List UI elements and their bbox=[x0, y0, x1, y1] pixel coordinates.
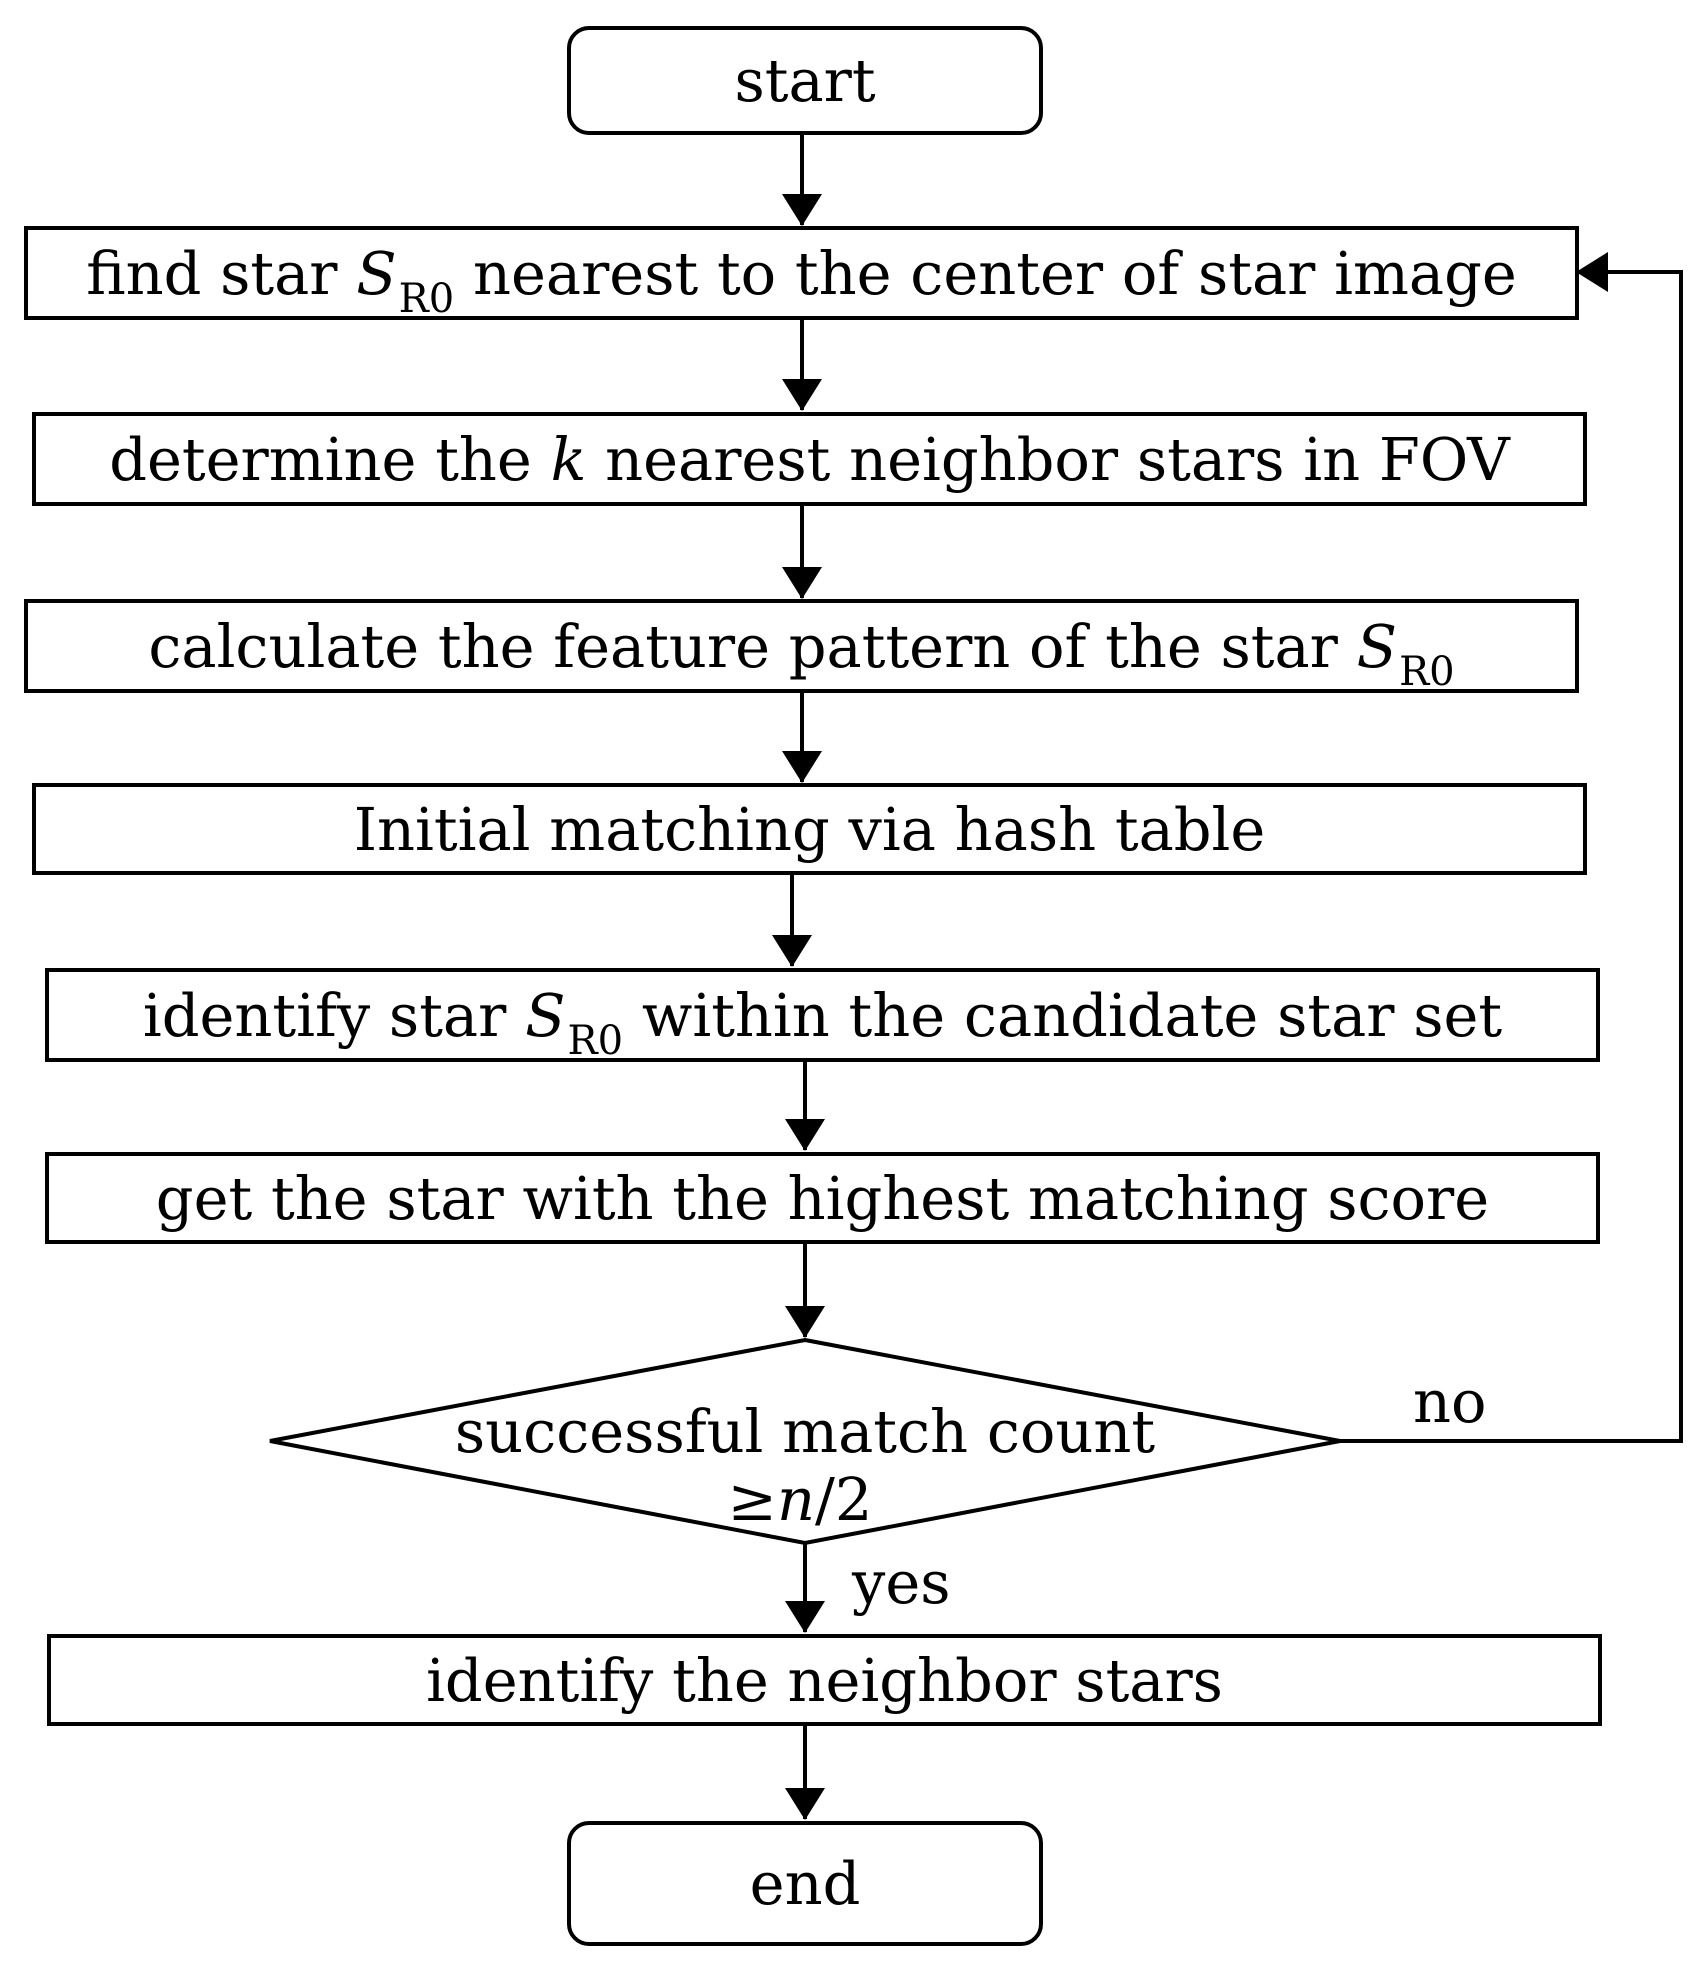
end-label: end bbox=[749, 1849, 861, 1918]
find-star-text-before: find star bbox=[86, 238, 357, 308]
initial-matching-process: Initial matching via hash table bbox=[32, 783, 1587, 875]
calculate-label: calculate the feature pattern of the sta… bbox=[148, 617, 1454, 692]
identify-star-text-before: identify star bbox=[142, 980, 526, 1050]
determine-symbol: k bbox=[550, 424, 587, 494]
calculate-text-before: calculate the feature pattern of the sta… bbox=[148, 611, 1357, 681]
determine-label: determine the k nearest neighbor stars i… bbox=[109, 430, 1510, 489]
calculate-subscript: R0 bbox=[1399, 648, 1455, 695]
calculate-symbol: S bbox=[1356, 611, 1398, 681]
find-star-subscript: R0 bbox=[398, 275, 455, 322]
get-highest-score-process: get the star with the highest matching s… bbox=[45, 1152, 1600, 1244]
initial-matching-label: Initial matching via hash table bbox=[353, 794, 1266, 864]
calculate-pattern-process: calculate the feature pattern of the sta… bbox=[24, 599, 1579, 693]
decision-fraction: /2 bbox=[815, 1464, 873, 1534]
find-star-process: find star SR0 nearest to the center of s… bbox=[24, 226, 1579, 320]
find-star-symbol: S bbox=[356, 238, 397, 308]
start-label: start bbox=[734, 46, 876, 115]
decision-line-1: successful match count bbox=[454, 1397, 1156, 1466]
get-highest-label: get the star with the highest matching s… bbox=[155, 1163, 1490, 1233]
decision-n-symbol: n bbox=[777, 1464, 815, 1534]
identify-neighbors-process: identify the neighbor stars bbox=[47, 1634, 1602, 1726]
identify-star-subscript: R0 bbox=[567, 1017, 624, 1064]
identify-star-label: identify star SR0 within the candidate s… bbox=[143, 986, 1502, 1061]
identify-star-process: identify star SR0 within the candidate s… bbox=[45, 968, 1600, 1062]
identify-neighbors-label: identify the neighbor stars bbox=[426, 1645, 1223, 1715]
no-edge-label: no bbox=[1413, 1367, 1487, 1436]
find-star-label: find star SR0 nearest to the center of s… bbox=[86, 244, 1517, 319]
start-terminal: start bbox=[567, 26, 1043, 135]
decision-label: successful match count ≥n/2 bbox=[405, 1398, 1205, 1534]
determine-neighbors-process: determine the k nearest neighbor stars i… bbox=[32, 412, 1587, 506]
identify-star-symbol: S bbox=[525, 980, 566, 1050]
end-terminal: end bbox=[567, 1821, 1043, 1946]
arrow-decision-no-loop bbox=[1340, 252, 1683, 1443]
yes-edge-label: yes bbox=[852, 1548, 951, 1617]
decision-diamond bbox=[269, 1337, 1341, 1546]
decision-line-2: ≥n/2 bbox=[395, 1464, 1205, 1534]
decision-geq-symbol: ≥ bbox=[727, 1464, 777, 1534]
identify-star-text-after: within the candidate star set bbox=[623, 980, 1503, 1050]
determine-text-after: nearest neighbor stars in FOV bbox=[586, 424, 1510, 494]
determine-text-before: determine the bbox=[109, 424, 551, 494]
find-star-text-after: nearest to the center of star image bbox=[454, 238, 1517, 308]
